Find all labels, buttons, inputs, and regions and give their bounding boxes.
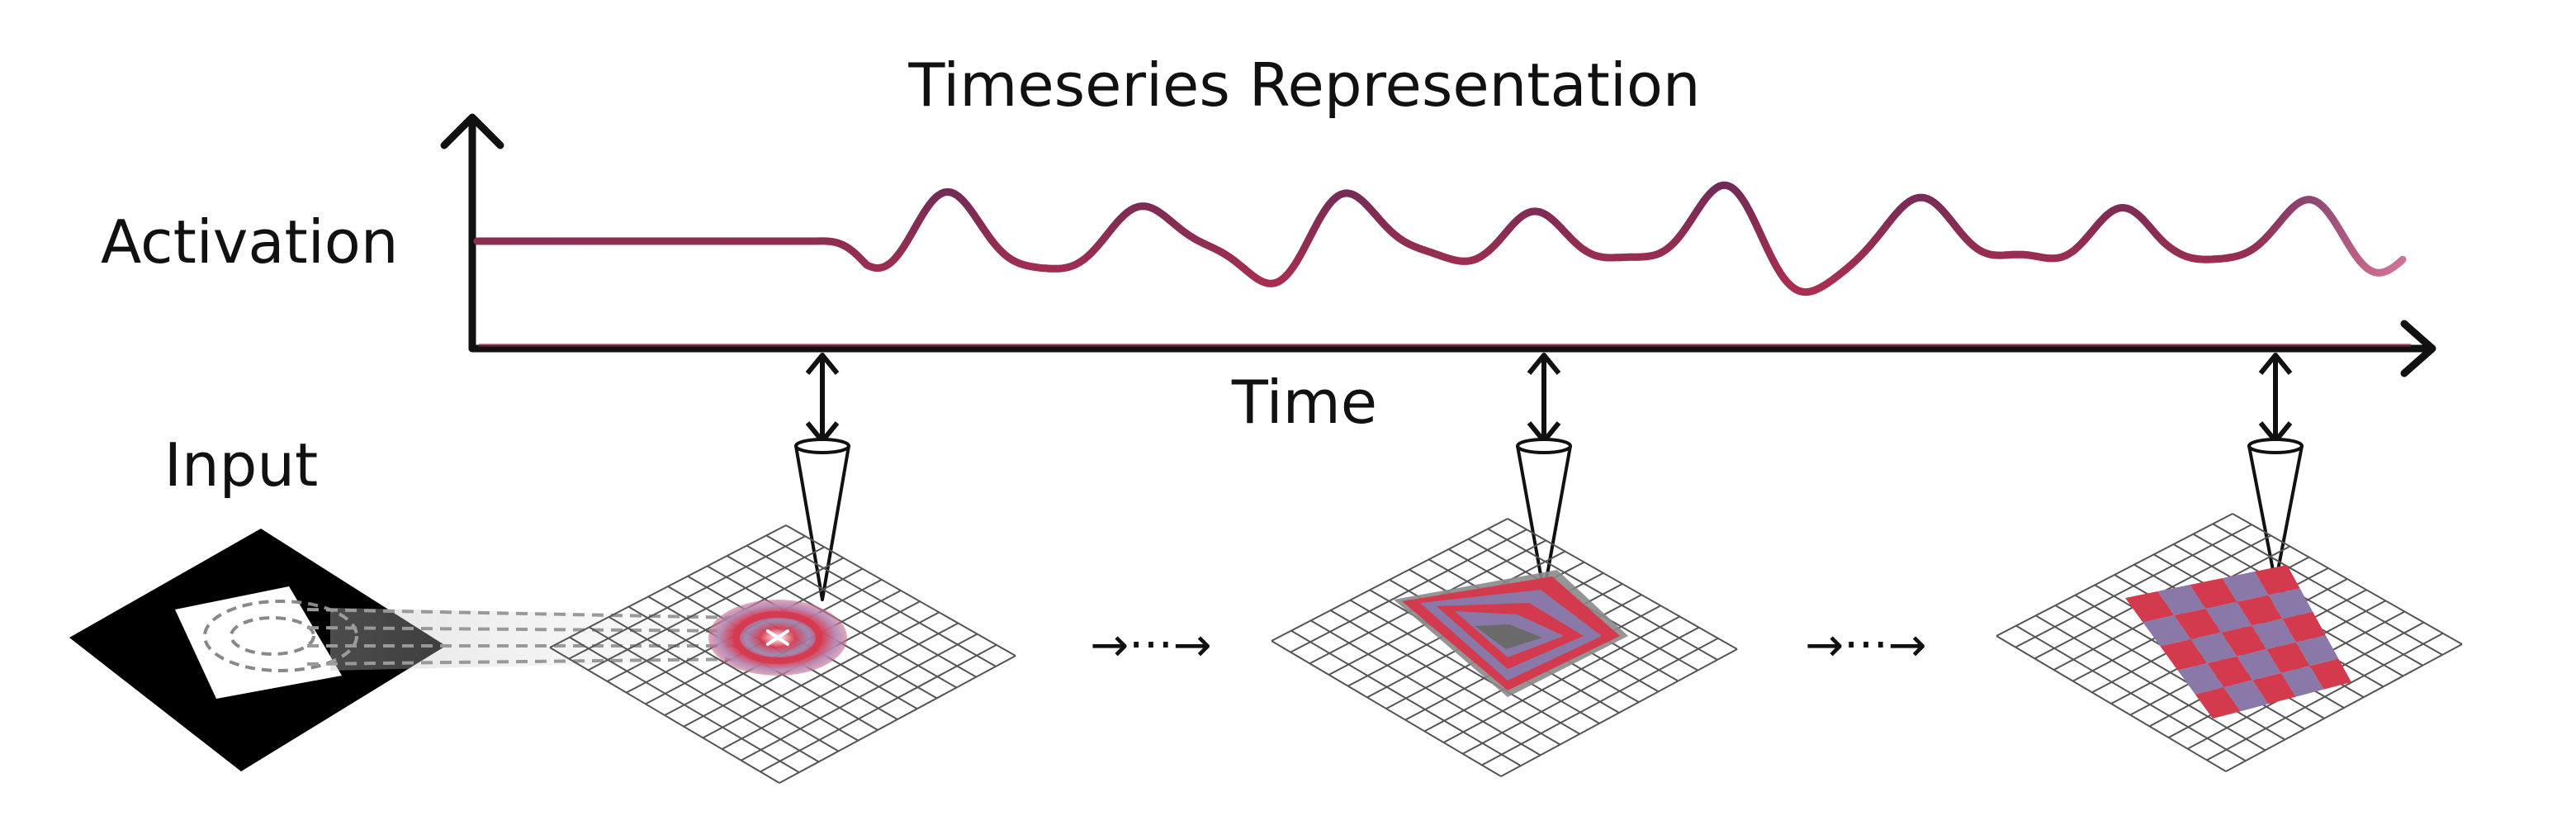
input-receptive-field-inner	[230, 616, 315, 656]
checker-cell	[2190, 578, 2237, 609]
checker-cell	[2222, 572, 2269, 602]
probe-arrowhead-up	[2258, 353, 2293, 375]
checker-cell	[2143, 615, 2191, 647]
checker-cell	[2157, 585, 2206, 616]
stage2-activation-diamond	[1394, 570, 1628, 697]
probe-cone-rim	[1516, 438, 1572, 454]
checker-cell	[2221, 625, 2267, 657]
y-axis-label: Activation	[101, 207, 398, 277]
checker-cell	[2207, 656, 2253, 688]
checker-cell	[2309, 658, 2351, 690]
grid-1	[549, 524, 1016, 784]
sequence-arrow-2: →···→	[1805, 619, 1926, 672]
grid-line	[2206, 632, 2444, 761]
axes	[440, 113, 2436, 377]
stage3-activation-checkerboard	[2125, 565, 2351, 719]
grid-line	[589, 626, 820, 763]
grid-line	[779, 655, 1016, 784]
checker-cell	[2252, 619, 2296, 650]
probe-arrowhead-up	[1527, 353, 1561, 375]
probe-cone	[2247, 445, 2304, 585]
checker-cell	[2282, 611, 2326, 643]
checker-cell	[2268, 588, 2313, 619]
projection-beam	[306, 608, 744, 671]
checker-cell	[2254, 565, 2300, 595]
activation-signal-gradient	[473, 181, 2407, 297]
grid-line	[1481, 637, 1719, 766]
x-axis-label: Time	[1231, 368, 1377, 437]
checker-cell	[2160, 639, 2208, 671]
input-label: Input	[164, 430, 318, 500]
grid-line	[1271, 640, 1502, 777]
checker-cell	[2223, 680, 2269, 712]
probe-connector	[1516, 353, 1572, 595]
checker-cell	[2177, 663, 2224, 695]
sequence-arrow-1: →···→	[1090, 619, 1211, 672]
grid-line	[2015, 624, 2247, 762]
checker-cell	[2280, 666, 2324, 697]
probe-cone-rim	[794, 438, 850, 454]
grid-line	[1500, 648, 1738, 777]
probe-arrowhead-up	[805, 353, 840, 375]
grid-line	[1290, 629, 1522, 767]
checker-cell	[2205, 601, 2252, 633]
grid-line	[569, 636, 800, 774]
checker-cell	[2295, 635, 2339, 667]
checker-cell	[2237, 649, 2281, 681]
checker-cell	[2252, 672, 2296, 705]
grid-line	[1310, 619, 1541, 757]
y-axis-arrowhead	[440, 113, 504, 149]
checker-cell	[2237, 595, 2283, 626]
checker-cell	[2125, 591, 2175, 623]
input-image	[69, 529, 446, 771]
probe-cone-rim	[2247, 438, 2304, 454]
checker-cell	[2266, 642, 2310, 673]
grid-line	[760, 643, 997, 773]
checker-cell	[2195, 687, 2241, 719]
probe-connector	[794, 353, 850, 601]
grid-line	[1996, 635, 2227, 772]
probe-connectors	[794, 353, 2304, 601]
grid-line	[2225, 643, 2463, 772]
stage1-activation-ring	[708, 600, 847, 676]
grid-line	[549, 647, 780, 784]
checker-cell	[2190, 632, 2237, 664]
probe-cone	[794, 445, 850, 601]
grid-line	[2035, 614, 2266, 752]
x-axis-arrowhead	[2400, 320, 2436, 377]
chart-title: Timeseries Representation	[907, 50, 1700, 120]
checker-cell	[2174, 608, 2222, 640]
